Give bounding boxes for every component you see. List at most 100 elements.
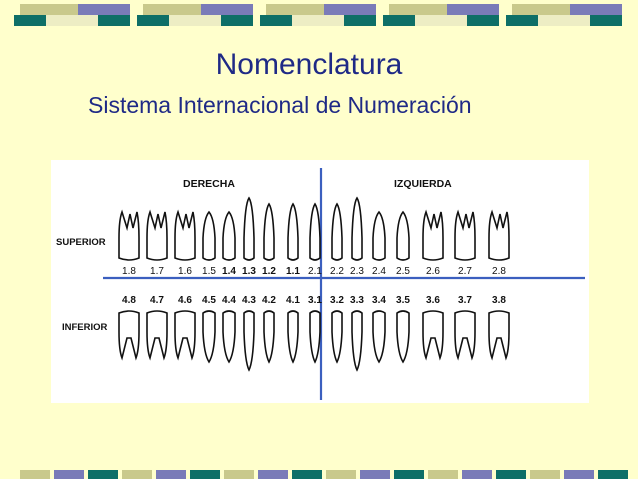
upper-tooth-number: 2.5 bbox=[396, 266, 410, 277]
band-segment bbox=[530, 470, 560, 479]
band-segment bbox=[54, 470, 84, 479]
lower-tooth-shape bbox=[331, 310, 343, 364]
lower-tooth-number: 3.8 bbox=[492, 295, 506, 306]
upper-tooth-shape bbox=[454, 209, 476, 261]
bottom-decorative-band bbox=[0, 466, 638, 479]
upper-tooth-shape bbox=[309, 202, 321, 261]
upper-tooth-number: 1.5 bbox=[202, 266, 216, 277]
right-side-label: DERECHA bbox=[183, 178, 235, 190]
lower-tooth-shape bbox=[287, 310, 299, 364]
lower-tooth-number: 4.6 bbox=[178, 295, 192, 306]
band-segment bbox=[142, 4, 201, 15]
lower-tooth-shape bbox=[263, 310, 275, 364]
lower-tooth-shape bbox=[488, 310, 510, 361]
upper-tooth-number: 2.4 bbox=[372, 266, 386, 277]
upper-tooth-shape bbox=[118, 209, 140, 261]
band-segment bbox=[190, 470, 220, 479]
upper-tooth-shape bbox=[331, 202, 343, 261]
left-side-label: IZQUIERDA bbox=[394, 178, 452, 190]
upper-tooth-shape bbox=[174, 209, 196, 261]
band-segment bbox=[122, 470, 152, 479]
band-segment bbox=[598, 470, 628, 479]
lower-tooth-number: 3.2 bbox=[330, 295, 344, 306]
lower-tooth-number: 4.8 bbox=[122, 295, 136, 306]
lower-tooth-number: 3.3 bbox=[350, 295, 364, 306]
band-segment bbox=[506, 15, 539, 26]
lower-tooth-shape bbox=[202, 310, 216, 364]
band-segment bbox=[14, 15, 47, 26]
band-segment bbox=[589, 15, 622, 26]
band-segment bbox=[220, 15, 253, 26]
tooth-chart-svg: DERECHA IZQUIERDA SUPERIOR INFERIOR 1.84… bbox=[56, 168, 585, 400]
lower-tooth-number: 4.3 bbox=[242, 295, 256, 306]
band-segment bbox=[569, 4, 622, 15]
band-segment bbox=[323, 4, 376, 15]
upper-tooth-number: 1.7 bbox=[150, 266, 164, 277]
band-segment bbox=[19, 4, 78, 15]
band-segment bbox=[224, 470, 254, 479]
lower-tooth-shape bbox=[422, 310, 444, 361]
upper-tooth-number: 1.1 bbox=[286, 266, 300, 277]
band-segment bbox=[538, 15, 590, 26]
band-segment bbox=[564, 470, 594, 479]
lower-tooth-number: 3.6 bbox=[426, 295, 440, 306]
slide-title: Nomenclatura bbox=[215, 48, 403, 81]
band-segment bbox=[46, 15, 98, 26]
band-segment bbox=[496, 470, 526, 479]
upper-tooth-number: 2.2 bbox=[330, 266, 344, 277]
upper-tooth-shape bbox=[422, 209, 444, 261]
band-segment bbox=[428, 470, 458, 479]
lower-tooth-number: 3.5 bbox=[396, 295, 410, 306]
band-segment bbox=[260, 15, 293, 26]
upper-tooth-shape bbox=[372, 210, 386, 261]
upper-tooth-shape bbox=[263, 202, 275, 261]
upper-tooth-shape bbox=[488, 209, 510, 261]
band-segment bbox=[292, 15, 344, 26]
lower-tooth-shape bbox=[351, 310, 363, 372]
lower-arch-label: INFERIOR bbox=[62, 322, 108, 333]
band-segment bbox=[511, 4, 570, 15]
upper-tooth-number: 2.1 bbox=[308, 266, 322, 277]
band-segment bbox=[97, 15, 130, 26]
upper-tooth-number: 1.3 bbox=[242, 266, 256, 277]
lower-tooth-shape bbox=[309, 310, 321, 364]
band-segment bbox=[77, 4, 130, 15]
upper-tooth-shape bbox=[202, 210, 216, 261]
lower-tooth-number: 4.1 bbox=[286, 295, 300, 306]
band-segment bbox=[415, 15, 467, 26]
top-decorative-band bbox=[0, 4, 638, 28]
teeth-group: 1.84.81.74.71.64.61.54.51.44.41.34.31.24… bbox=[118, 196, 510, 372]
upper-tooth-shape bbox=[146, 209, 168, 261]
band-segment bbox=[292, 470, 322, 479]
upper-tooth-number: 1.4 bbox=[222, 266, 236, 277]
band-segment bbox=[169, 15, 221, 26]
lower-tooth-number: 3.7 bbox=[458, 295, 472, 306]
upper-tooth-shape bbox=[243, 196, 255, 261]
lower-tooth-shape bbox=[174, 310, 196, 361]
upper-tooth-shape bbox=[287, 202, 299, 261]
band-segment bbox=[200, 4, 253, 15]
upper-tooth-number: 1.2 bbox=[262, 266, 276, 277]
lower-tooth-shape bbox=[396, 310, 410, 364]
upper-tooth-shape bbox=[351, 196, 363, 261]
lower-tooth-number: 3.4 bbox=[372, 295, 386, 306]
band-segment bbox=[462, 470, 492, 479]
upper-arch-label: SUPERIOR bbox=[56, 237, 106, 248]
upper-tooth-number: 2.7 bbox=[458, 266, 472, 277]
lower-tooth-shape bbox=[118, 310, 140, 361]
band-segment bbox=[343, 15, 376, 26]
lower-tooth-number: 4.4 bbox=[222, 295, 236, 306]
band-segment bbox=[360, 470, 390, 479]
band-segment bbox=[88, 470, 118, 479]
lower-tooth-shape bbox=[454, 310, 476, 361]
band-segment bbox=[466, 15, 499, 26]
upper-tooth-number: 1.6 bbox=[178, 266, 192, 277]
lower-tooth-number: 4.5 bbox=[202, 295, 216, 306]
lower-tooth-number: 4.7 bbox=[150, 295, 164, 306]
band-segment bbox=[326, 470, 356, 479]
band-segment bbox=[446, 4, 499, 15]
slide-subtitle: Sistema Internacional de Numeración bbox=[88, 92, 472, 118]
band-segment bbox=[265, 4, 324, 15]
lower-tooth-shape bbox=[222, 310, 236, 364]
